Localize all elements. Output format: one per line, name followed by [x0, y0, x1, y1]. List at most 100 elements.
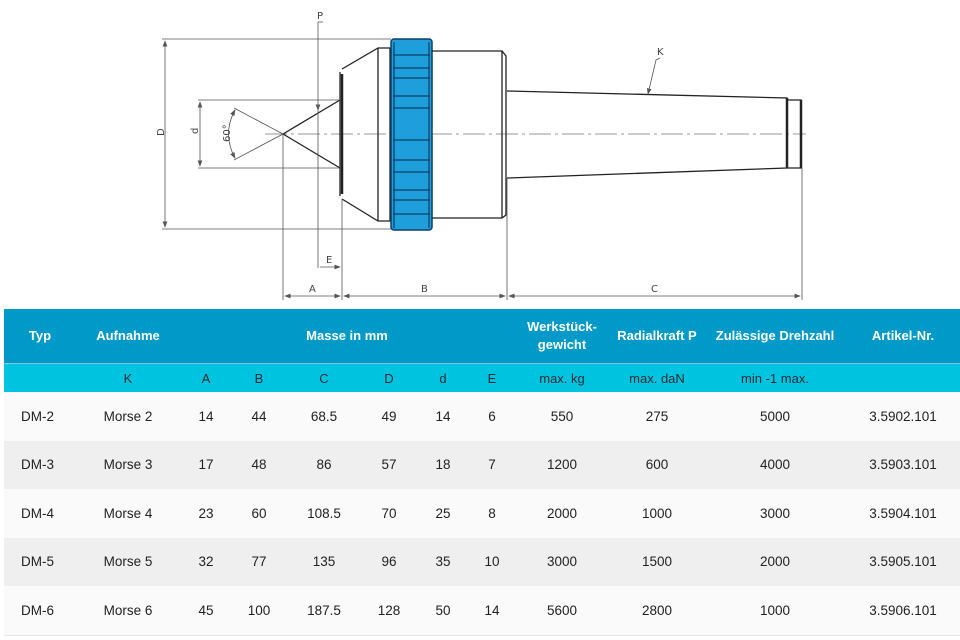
- cell-c: 187.5: [286, 586, 362, 636]
- cell-d: 57: [362, 440, 416, 489]
- sub-K: K: [76, 363, 180, 392]
- cell-dan: 1500: [610, 537, 704, 586]
- label-C: C: [651, 284, 658, 295]
- cell-e: 10: [470, 537, 514, 586]
- cell-kg: 5600: [514, 586, 610, 636]
- cell-art: 3.5903.101: [846, 440, 960, 489]
- header-typ: Typ: [4, 309, 76, 364]
- header-werkstueck-line1: Werkstück-: [527, 319, 597, 334]
- cell-b: 100: [232, 586, 286, 636]
- header-artikel: Artikel-Nr.: [846, 309, 960, 364]
- cell-k: Morse 4: [76, 489, 180, 538]
- sub-C: C: [286, 363, 362, 392]
- cell-kg: 2000: [514, 489, 610, 538]
- cell-a: 17: [180, 440, 232, 489]
- specs-table: Typ Aufnahme Masse in mm Werkstück-gewic…: [4, 309, 960, 636]
- cell-c: 86: [286, 440, 362, 489]
- cell-e: 14: [470, 586, 514, 636]
- cell-d: 18: [416, 440, 470, 489]
- header-werkstueck: Werkstück-gewicht: [514, 309, 610, 364]
- cell-k: Morse 5: [76, 537, 180, 586]
- cell-art: 3.5904.101: [846, 489, 960, 538]
- header-aufnahme: Aufnahme: [76, 309, 180, 364]
- header-werkstueck-line2: gewicht: [537, 337, 587, 352]
- cell-d: 14: [416, 392, 470, 441]
- cell-d: 96: [362, 537, 416, 586]
- header-drehzahl: Zulässige Drehzahl: [704, 309, 846, 364]
- subheader-row: K A B C D d E max. kg max. daN min -1 ma…: [4, 363, 960, 392]
- cell-k: Morse 3: [76, 440, 180, 489]
- cell-d: 25: [416, 489, 470, 538]
- cell-d: 49: [362, 392, 416, 441]
- cell-b: 44: [232, 392, 286, 441]
- label-K: K: [657, 47, 664, 58]
- cell-typ: DM-6: [4, 586, 76, 636]
- header-radialkraft: Radialkraft P: [610, 309, 704, 364]
- sub-D: D: [362, 363, 416, 392]
- cell-rpm: 1000: [704, 586, 846, 636]
- front-body: [341, 47, 391, 222]
- sub-B: B: [232, 363, 286, 392]
- cell-kg: 3000: [514, 537, 610, 586]
- cell-e: 8: [470, 489, 514, 538]
- sub-radialkraft: max. daN: [610, 363, 704, 392]
- cell-rpm: 4000: [704, 440, 846, 489]
- sub-d: d: [416, 363, 470, 392]
- sub-drehzahl: min -1 max.: [704, 363, 846, 392]
- cell-dan: 600: [610, 440, 704, 489]
- cell-art: 3.5902.101: [846, 392, 960, 441]
- label-E: E: [326, 255, 332, 266]
- header-masse: Masse in mm: [180, 309, 514, 364]
- cell-rpm: 5000: [704, 392, 846, 441]
- cell-typ: DM-4: [4, 489, 76, 538]
- cell-kg: 550: [514, 392, 610, 441]
- label-P: P: [317, 11, 323, 22]
- cell-art: 3.5906.101: [846, 586, 960, 636]
- cell-e: 7: [470, 440, 514, 489]
- cell-b: 48: [232, 440, 286, 489]
- technical-drawing: P K D d 60° E A B C: [156, 11, 806, 300]
- cell-c: 68.5: [286, 392, 362, 441]
- cell-k: Morse 2: [76, 392, 180, 441]
- cell-rpm: 2000: [704, 537, 846, 586]
- cone-tip: [282, 72, 344, 196]
- label-B: B: [421, 284, 428, 295]
- cell-dan: 275: [610, 392, 704, 441]
- cell-c: 135: [286, 537, 362, 586]
- cell-c: 108.5: [286, 489, 362, 538]
- label-angle: 60°: [222, 124, 233, 142]
- cell-a: 45: [180, 586, 232, 636]
- cell-d: 50: [416, 586, 470, 636]
- sub-typ: [4, 363, 76, 392]
- label-A: A: [309, 284, 316, 295]
- sub-E: E: [470, 363, 514, 392]
- cell-typ: DM-3: [4, 440, 76, 489]
- cell-b: 60: [232, 489, 286, 538]
- sub-werkstueck: max. kg: [514, 363, 610, 392]
- label-d: d: [190, 128, 201, 134]
- cell-dan: 1000: [610, 489, 704, 538]
- knurled-ring: [390, 38, 433, 231]
- sub-A: A: [180, 363, 232, 392]
- main-body: [432, 50, 507, 219]
- cell-rpm: 3000: [704, 489, 846, 538]
- cell-b: 77: [232, 537, 286, 586]
- cell-typ: DM-2: [4, 392, 76, 441]
- label-D: D: [156, 128, 167, 136]
- cell-a: 32: [180, 537, 232, 586]
- cell-a: 14: [180, 392, 232, 441]
- cell-d: 35: [416, 537, 470, 586]
- header-row: Typ Aufnahme Masse in mm Werkstück-gewic…: [4, 309, 960, 364]
- cell-k: Morse 6: [76, 586, 180, 636]
- sub-artikel: [846, 363, 960, 392]
- cell-a: 23: [180, 489, 232, 538]
- cell-d: 128: [362, 586, 416, 636]
- cell-art: 3.5905.101: [846, 537, 960, 586]
- cell-dan: 2800: [610, 586, 704, 636]
- cell-d: 70: [362, 489, 416, 538]
